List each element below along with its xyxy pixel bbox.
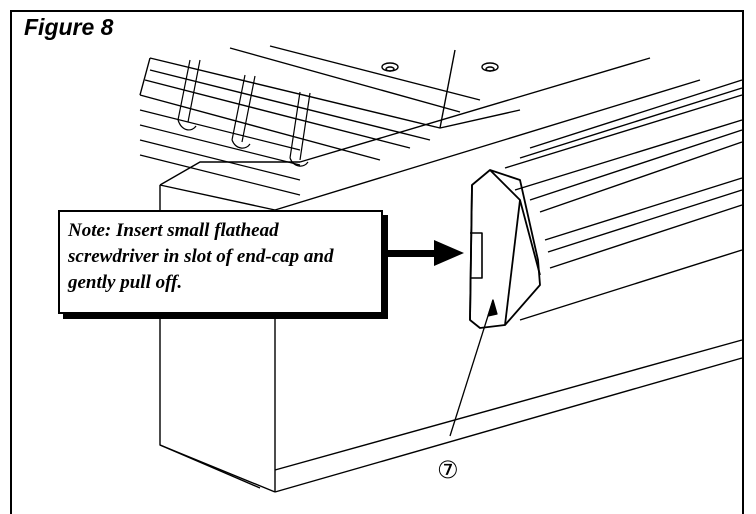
instruction-note-box: Note: Insert small flathead screwdriver … <box>58 210 383 314</box>
mounting-holes <box>381 62 499 72</box>
instruction-note-text: Note: Insert small flathead screwdriver … <box>68 220 334 293</box>
callout-leader <box>449 299 498 437</box>
end-cap-slot <box>470 232 483 279</box>
extrusion-rail <box>504 79 743 321</box>
figure-frame <box>10 10 744 514</box>
wire-shelf <box>139 59 311 196</box>
tray-rails <box>139 45 521 161</box>
insert-arrow <box>388 240 464 266</box>
callout-number-7: ⑦ <box>437 456 459 484</box>
end-cap <box>469 169 541 329</box>
figure-title: Figure 8 <box>24 14 114 40</box>
